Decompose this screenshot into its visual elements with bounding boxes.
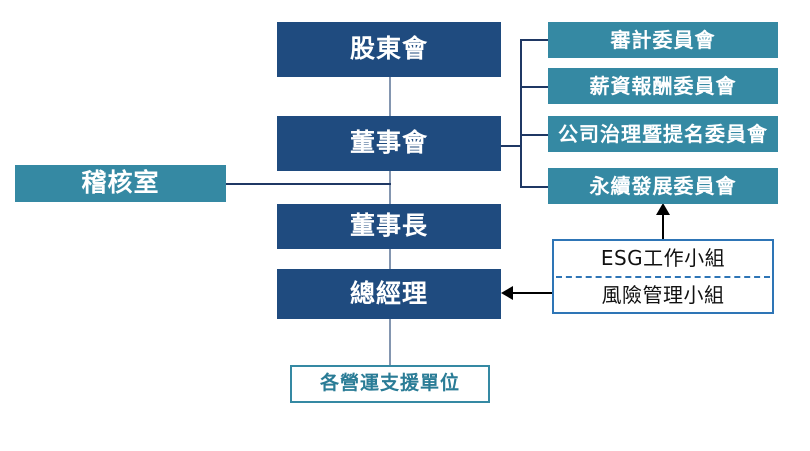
connector-shareholders-to-board — [389, 76, 391, 122]
arrow-risk-to-president-head-icon — [501, 286, 513, 300]
node-governance-nomination-committee[interactable]: 公司治理暨提名委員會 — [548, 116, 778, 152]
connector-bus-to-audit-committee — [520, 39, 549, 41]
node-risk-management-team[interactable]: 風險管理小組 — [554, 278, 772, 312]
node-risk-management-team-label: 風險管理小組 — [601, 282, 725, 307]
node-president[interactable]: 總經理 — [277, 269, 501, 319]
connector-bus-to-governance-nomination-committee — [520, 134, 549, 136]
node-sustainability-committee[interactable]: 永續發展委員會 — [548, 168, 778, 204]
node-audit-office[interactable]: 稽核室 — [15, 165, 226, 202]
node-board-of-directors[interactable]: 董事會 — [277, 116, 501, 171]
connector-board-to-committee-bus — [501, 145, 522, 147]
connector-bus-to-compensation-committee — [520, 86, 549, 88]
node-esg-task-force-label: ESG工作小組 — [600, 245, 726, 270]
node-audit-office-label: 稽核室 — [81, 168, 160, 198]
esg-risk-group-divider — [556, 276, 770, 278]
node-compensation-committee[interactable]: 薪資報酬委員會 — [548, 68, 778, 104]
node-audit-committee-label: 審計委員會 — [610, 27, 716, 52]
node-shareholders-label: 股東會 — [349, 34, 428, 64]
node-support-units-label: 各營運支援單位 — [319, 372, 460, 395]
node-sustainability-committee-label: 永續發展委員會 — [589, 173, 737, 198]
arrow-risk-to-president-line — [512, 292, 554, 294]
connector-president-to-support-units — [389, 318, 391, 366]
node-support-units[interactable]: 各營運支援單位 — [290, 365, 490, 403]
connector-board-to-chairman — [389, 170, 391, 205]
node-board-of-directors-label: 董事會 — [349, 128, 428, 158]
committee-bus-vertical — [520, 39, 522, 187]
node-chairman-label: 董事長 — [349, 211, 428, 241]
connector-audit-office-to-board — [226, 183, 391, 185]
connector-chairman-to-president — [389, 248, 391, 270]
node-president-label: 總經理 — [349, 278, 428, 308]
node-compensation-committee-label: 薪資報酬委員會 — [589, 73, 737, 98]
node-governance-nomination-committee-label: 公司治理暨提名委員會 — [558, 121, 768, 146]
node-esg-task-force[interactable]: ESG工作小組 — [554, 241, 772, 275]
node-audit-committee[interactable]: 審計委員會 — [548, 22, 778, 58]
node-shareholders[interactable]: 股東會 — [277, 22, 501, 77]
arrow-esg-to-sustainability-line — [662, 214, 664, 240]
node-chairman[interactable]: 董事長 — [277, 204, 501, 249]
connector-bus-to-sustainability-committee — [520, 186, 549, 188]
arrow-esg-to-sustainability-head-icon — [656, 203, 670, 215]
